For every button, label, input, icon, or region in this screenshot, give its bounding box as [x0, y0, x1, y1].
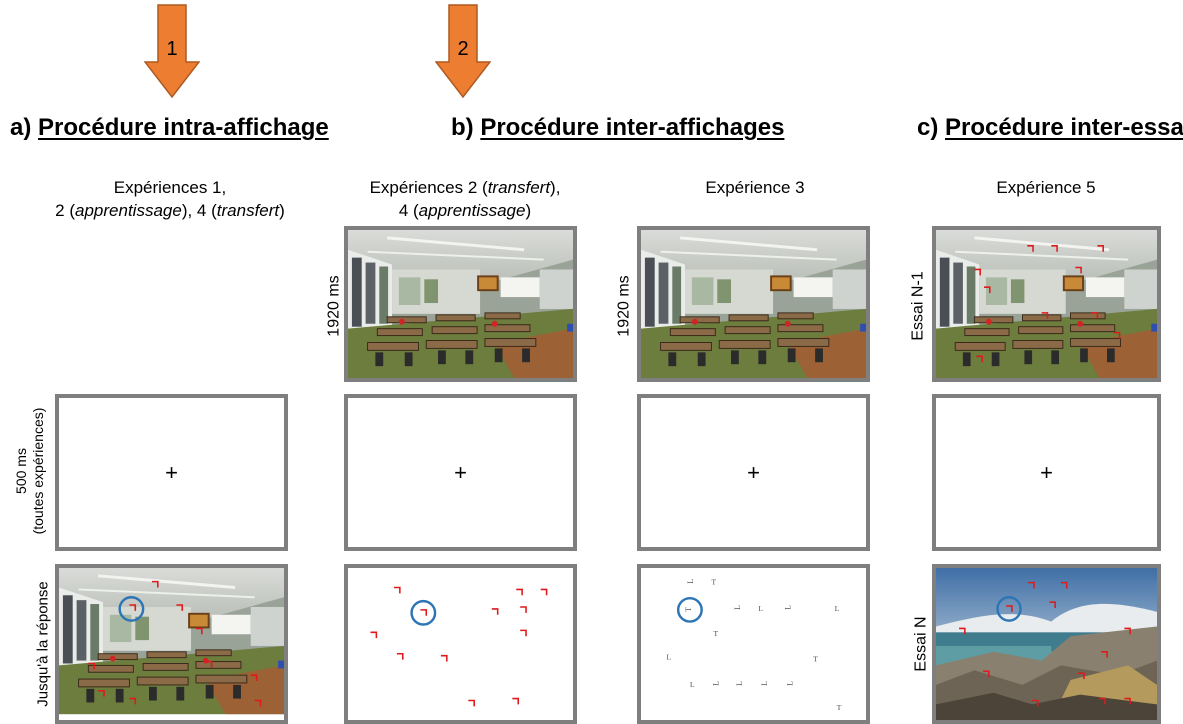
letter: L — [711, 681, 720, 686]
fixation-frame-col4: + — [932, 394, 1161, 551]
fixation-cross: + — [747, 459, 760, 485]
letter: T — [837, 703, 842, 712]
fixation-frame-col1: + — [55, 394, 288, 551]
fixation-cross: + — [1040, 459, 1053, 485]
letter: L — [835, 604, 840, 613]
heading-inter-affichages: b) Procédure inter-affichages — [451, 114, 785, 141]
fixation-duration-label: 500 ms (toutes expériences) — [13, 407, 46, 535]
search-display-col1 — [55, 564, 288, 724]
target-letter: T — [684, 607, 693, 612]
target-circle — [676, 596, 703, 623]
fixation-cross: + — [165, 459, 178, 485]
letter: L — [760, 681, 769, 686]
letter: L — [784, 605, 793, 610]
search-display-col3: L T L L L L T L T L L L L L T T — [637, 564, 870, 724]
scene-image-col2 — [344, 226, 577, 382]
arrow-1-icon: 1 — [143, 4, 201, 99]
letter: L — [758, 604, 763, 613]
arrow-2-icon: 2 — [434, 4, 492, 99]
essai-current-label: Essai N — [912, 616, 930, 672]
letter: L — [786, 681, 795, 686]
experiment-label-col3: Expérience 3 — [705, 178, 805, 197]
letter: T — [711, 578, 716, 587]
fixation-frame-col2: + — [344, 394, 577, 551]
target-circle — [410, 599, 437, 626]
arrow-1-number: 1 — [166, 38, 178, 60]
target-circle — [996, 596, 1022, 622]
essai-prev-label: Essai N-1 — [909, 271, 927, 341]
experiment-label-col2: Expériences 2 (transfert), 4 (apprentiss… — [369, 178, 561, 220]
fixation-frame-col3: + — [637, 394, 870, 551]
arrow-2-number: 2 — [457, 38, 469, 60]
duration-label-col3: 1920 ms — [615, 275, 633, 337]
fixation-cross: + — [454, 459, 467, 485]
until-response-label: Jusqu'à la réponse — [34, 581, 52, 707]
letter: L — [666, 653, 671, 662]
duration-label-col2: 1920 ms — [325, 275, 343, 337]
letter: L — [686, 579, 695, 584]
scene-image-essai-prev — [932, 226, 1161, 382]
heading-inter-essais: c) Procédure inter-essais — [917, 114, 1183, 141]
letter: L — [690, 680, 695, 689]
letter: L — [733, 605, 742, 610]
heading-intra: a) Procédure intra-affichage — [10, 114, 329, 141]
experiment-label-col1: Expériences 1, 2 (apprentissage), 4 (tra… — [55, 178, 285, 220]
scene-image-col3 — [637, 226, 870, 382]
letter: T — [713, 629, 718, 638]
search-display-essai-current — [932, 564, 1161, 724]
search-display-col2 — [344, 564, 577, 724]
experiment-label-col4: Expérience 5 — [996, 178, 1096, 197]
letter: L — [735, 681, 744, 686]
letter: T — [813, 655, 818, 664]
target-circle — [118, 596, 145, 622]
